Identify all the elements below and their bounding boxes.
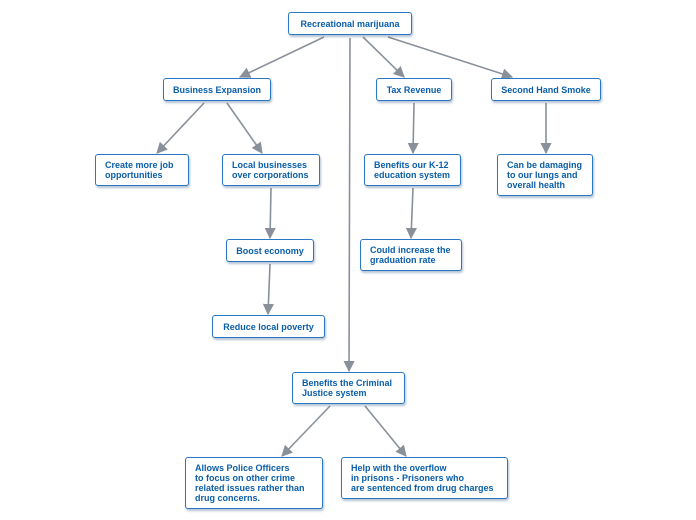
node-prison-overflow[interactable]: Help with the overflow in prisons - Pris… [341,457,508,499]
node-boost-economy[interactable]: Boost economy [226,239,314,262]
node-criminal-justice[interactable]: Benefits the Criminal Justice system [292,372,405,404]
node-tax-revenue[interactable]: Tax Revenue [376,78,452,101]
connector-boost-poverty [262,263,274,316]
connector-justice-overflow [364,405,407,457]
connector-root-smoke [387,36,514,80]
connector-tax-k12 [407,102,419,155]
connector-root-justice [343,37,355,373]
connector-k12-grad [405,187,417,240]
connector-local-boost [264,187,276,240]
connector-root-business [238,36,325,78]
connector-business-local [226,102,263,154]
node-damaging-lungs[interactable]: Can be damaging to our lungs and overall… [497,154,593,196]
node-create-more-jobs[interactable]: Create more job opportunities [95,154,189,186]
connector-business-jobs [156,102,205,154]
node-second-hand-smoke[interactable]: Second Hand Smoke [491,78,601,101]
node-business-expansion[interactable]: Business Expansion [163,78,271,101]
node-graduation-rate[interactable]: Could increase the graduation rate [360,239,462,271]
node-benefits-k12[interactable]: Benefits our K-12 education system [364,154,461,186]
node-reduce-local-poverty[interactable]: Reduce local poverty [212,315,325,338]
connector-root-tax [362,36,405,78]
node-local-businesses[interactable]: Local businesses over corporations [222,154,320,186]
node-police-officers[interactable]: Allows Police Officers to focus on other… [185,457,323,509]
connector-justice-police [281,405,331,457]
node-recreational-marijuana[interactable]: Recreational marijuana [288,12,412,35]
